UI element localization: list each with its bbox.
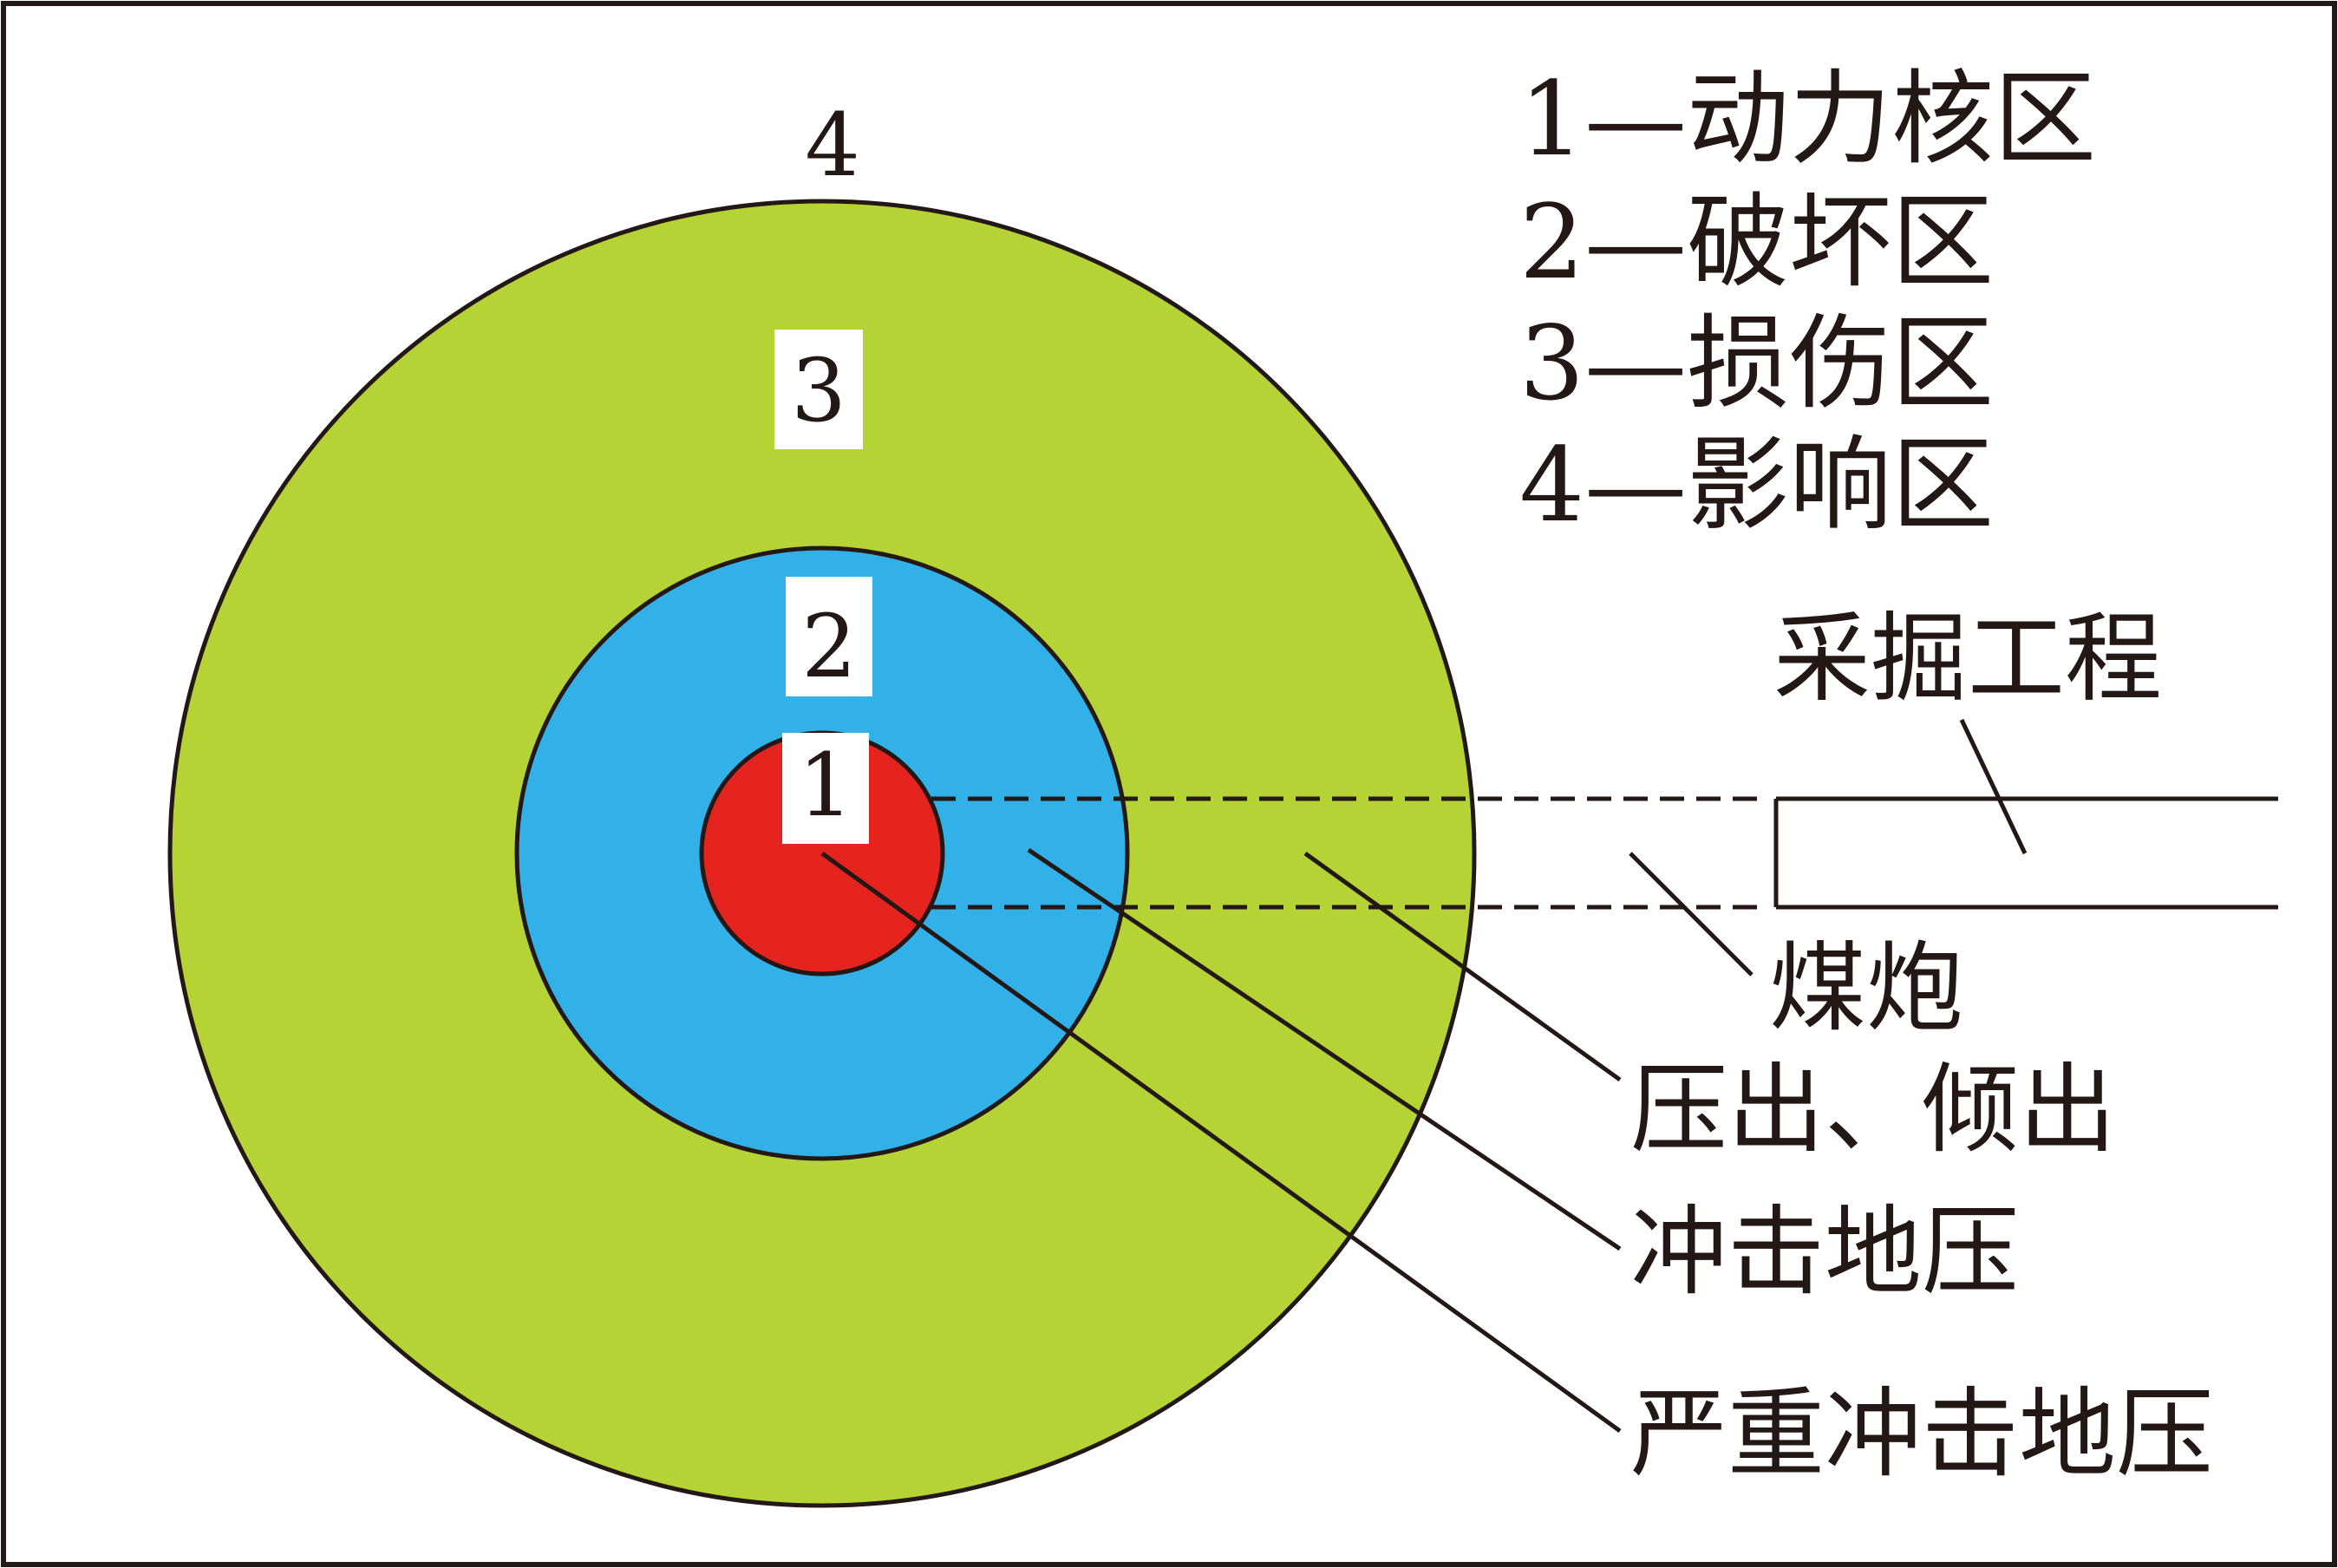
legend-item: 2—破坏区 — [1519, 182, 1994, 302]
zone-2-label: 2 — [801, 596, 857, 697]
callout-excavation: 采掘工程 — [1773, 603, 2162, 715]
leader-severe-rockburst — [820, 851, 1622, 1434]
legend-item: 3—损伤区 — [1519, 304, 1994, 423]
leader-rockburst — [1027, 847, 1622, 1251]
zone-3-label: 3 — [791, 340, 846, 441]
leader-coal-blast — [1629, 852, 1754, 977]
legend-item: 4—影响区 — [1519, 425, 1994, 545]
zone-2-label-box — [786, 577, 872, 696]
leader-excavation — [1959, 718, 2028, 855]
zone-1-label-box — [782, 733, 869, 844]
zone-1-label: 1 — [798, 735, 853, 836]
legend: 1—动力核区 2—破坏区 3—损伤区 4—影响区 — [1519, 59, 2096, 545]
zone-3-label-box — [774, 330, 863, 449]
callout-extrusion: 压出、倾出 — [1630, 1054, 2116, 1166]
leader-extrusion — [1303, 851, 1622, 1082]
callout-coal-blast: 煤炮 — [1769, 932, 1963, 1045]
callout-severe-rockburst: 严重冲击地压 — [1630, 1378, 2213, 1491]
callout-rockburst: 冲击地压 — [1630, 1196, 2019, 1309]
zone-4-label: 4 — [805, 95, 860, 196]
legend-item: 1—动力核区 — [1519, 59, 2096, 179]
